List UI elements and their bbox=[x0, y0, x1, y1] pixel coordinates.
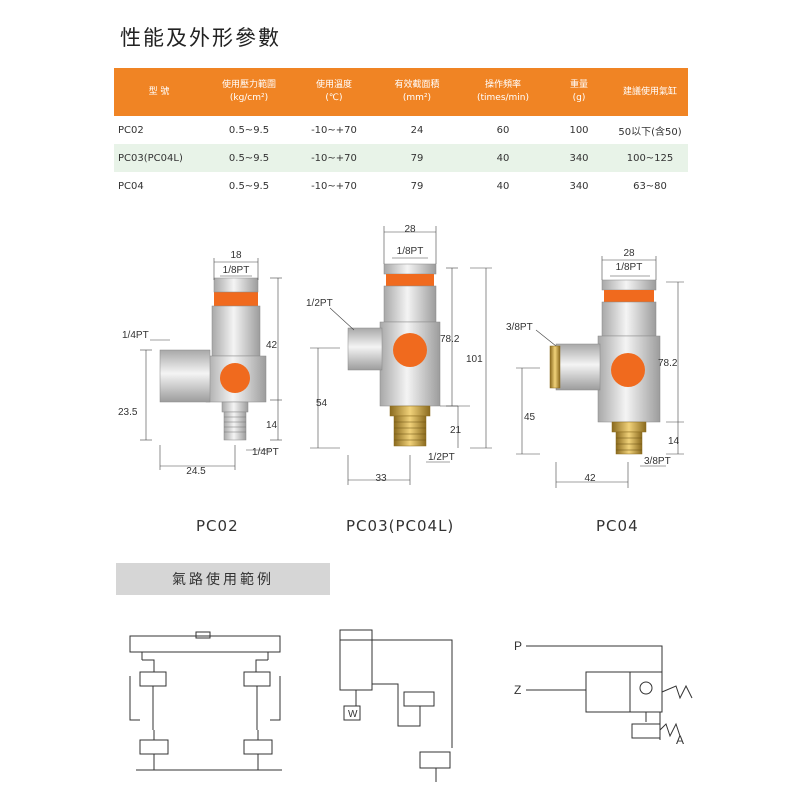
cell-cylinder: 100~125 bbox=[612, 144, 688, 172]
dim-top-port: 1/8PT bbox=[616, 262, 643, 273]
dim-bottom-port: 1/4PT bbox=[252, 447, 279, 458]
dim-bottom-h: 21 bbox=[450, 425, 462, 436]
cell-area: 79 bbox=[410, 180, 424, 192]
circuit-example-2 bbox=[339, 629, 453, 782]
dim-width: 42 bbox=[584, 473, 596, 484]
section-title: 氣路使用範例 bbox=[172, 572, 274, 588]
dim-top: 28 bbox=[404, 224, 416, 235]
dim-bottom-h: 14 bbox=[266, 420, 278, 431]
dim-width: 24.5 bbox=[186, 466, 206, 477]
circuit-label-a: A bbox=[676, 733, 684, 747]
circuit-example-1 bbox=[129, 631, 282, 771]
page-title: 性能及外形參數 bbox=[120, 26, 281, 50]
cell-weight: 100 bbox=[569, 124, 589, 136]
cell-frequency: 40 bbox=[496, 180, 510, 192]
pc02-caption: PC02 bbox=[196, 517, 239, 535]
header-temperature: 使用溫度(℃) bbox=[294, 68, 374, 116]
circuit-diagrams: W P Z A bbox=[129, 629, 693, 782]
cell-frequency: 60 bbox=[496, 124, 510, 136]
cell-temperature: -10~+70 bbox=[311, 124, 357, 136]
dim-bottom-port: 1/2PT bbox=[428, 452, 455, 463]
table-row: PC03(PC04L) 0.5~9.5 -10~+70 79 40 340 10… bbox=[114, 144, 688, 172]
cell-pressure: 0.5~9.5 bbox=[228, 180, 270, 192]
dimension-drawings: 18 1/8PT 1/4PT 42 23.5 14 1/4PT 24.5 bbox=[118, 224, 684, 488]
header-area: 有效截面積(mm²) bbox=[374, 68, 460, 116]
cell-model: PC02 bbox=[118, 124, 144, 136]
header-weight: 重量(g) bbox=[546, 68, 612, 116]
dim-low: 54 bbox=[316, 398, 328, 409]
dim-total: 101 bbox=[466, 354, 483, 365]
dim-side-port: 3/8PT bbox=[506, 322, 533, 333]
pc02-drawing: 18 1/8PT 1/4PT 42 23.5 14 1/4PT 24.5 bbox=[118, 250, 282, 477]
dim-side-port: 1/4PT bbox=[122, 330, 149, 341]
pc04-drawing: 28 1/8PT 3/8PT 78.2 45 14 3/8PT 42 bbox=[506, 248, 684, 488]
cell-weight: 340 bbox=[569, 180, 589, 192]
dim-low: 45 bbox=[524, 412, 536, 423]
valve-symbol-icon bbox=[393, 333, 427, 367]
circuit-label-w: W bbox=[348, 709, 358, 720]
pc03-drawing: 28 1/8PT 1/2PT 78.2 101 54 21 1/2PT 33 bbox=[306, 224, 492, 485]
dim-height: 78.2 bbox=[658, 358, 678, 369]
table-header-row: 型 號 使用壓力範圍(kg/cm²) 使用溫度(℃) 有效截面積(mm²) 操作… bbox=[114, 68, 688, 116]
section-header: 氣路使用範例 bbox=[116, 563, 330, 595]
table-row: PC02 0.5~9.5 -10~+70 24 60 100 50以下(含50) bbox=[114, 116, 688, 144]
cell-model: PC03(PC04L) bbox=[114, 144, 204, 172]
dim-width: 33 bbox=[375, 473, 387, 484]
orange-band bbox=[386, 274, 434, 286]
orange-band bbox=[604, 290, 654, 302]
dim-top-port: 1/8PT bbox=[223, 265, 250, 276]
cell-pressure: 0.5~9.5 bbox=[204, 144, 294, 172]
cell-area: 24 bbox=[410, 124, 424, 136]
header-pressure: 使用壓力範圍(kg/cm²) bbox=[204, 68, 294, 116]
cell-cylinder: 50以下(含50) bbox=[618, 126, 682, 138]
cell-temperature: -10~+70 bbox=[294, 144, 374, 172]
dim-top: 18 bbox=[230, 250, 242, 261]
orange-band bbox=[214, 292, 258, 306]
valve-symbol-icon bbox=[611, 353, 645, 387]
dim-top: 28 bbox=[623, 248, 635, 259]
valve-symbol-icon bbox=[220, 363, 250, 393]
dim-low: 23.5 bbox=[118, 407, 138, 418]
dim-side-port: 1/2PT bbox=[306, 298, 333, 309]
dim-height: 42 bbox=[266, 340, 278, 351]
cell-cylinder: 63~80 bbox=[633, 180, 667, 192]
header-model: 型 號 bbox=[114, 68, 204, 116]
cell-frequency: 40 bbox=[460, 144, 546, 172]
table-row: PC04 0.5~9.5 -10~+70 79 40 340 63~80 bbox=[114, 172, 688, 200]
circuit-label-z: Z bbox=[514, 683, 521, 697]
pc03-caption: PC03(PC04L) bbox=[346, 517, 455, 535]
cell-temperature: -10~+70 bbox=[311, 180, 357, 192]
spec-table: 型 號 使用壓力範圍(kg/cm²) 使用溫度(℃) 有效截面積(mm²) 操作… bbox=[114, 68, 688, 200]
dim-bottom-port: 3/8PT bbox=[644, 456, 671, 467]
cell-weight: 340 bbox=[546, 144, 612, 172]
pc04-caption: PC04 bbox=[596, 517, 639, 535]
cell-model: PC04 bbox=[118, 180, 144, 192]
cell-area: 79 bbox=[374, 144, 460, 172]
circuit-label-p: P bbox=[514, 639, 522, 653]
dim-height: 78.2 bbox=[440, 334, 460, 345]
dim-top-port: 1/8PT bbox=[397, 246, 424, 257]
cell-pressure: 0.5~9.5 bbox=[228, 124, 270, 136]
circuit-example-3 bbox=[526, 645, 693, 740]
dim-bottom-h: 14 bbox=[668, 436, 680, 447]
header-frequency: 操作頻率(times/min) bbox=[460, 68, 546, 116]
header-cylinder: 建議使用氣缸 bbox=[612, 68, 688, 116]
